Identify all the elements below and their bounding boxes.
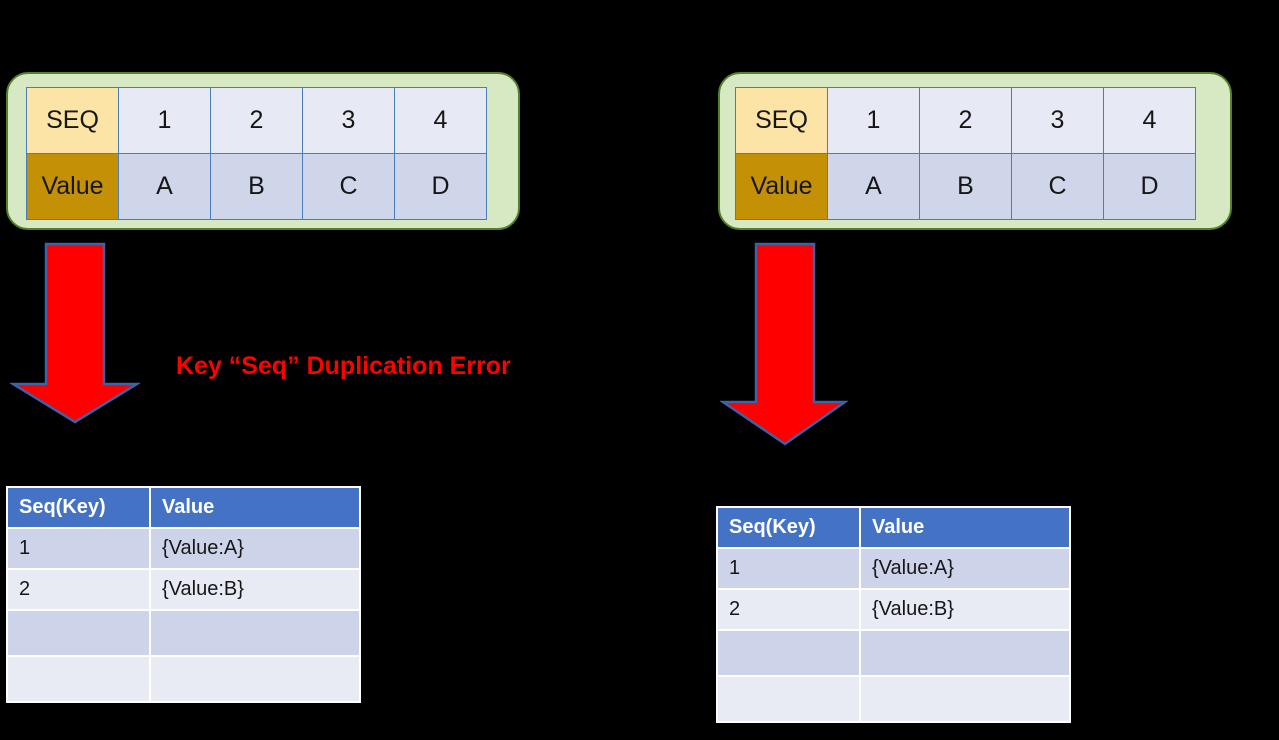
table-row: 2 {Value:B} [8,570,359,609]
left-result-key-3 [8,611,149,655]
table-row [8,657,359,701]
table-row [718,677,1069,721]
left-result-table: Seq(Key) Value 1 {Value:A} 2 {Value:B} [6,486,361,703]
left-seq-cell-3: 3 [302,87,395,154]
right-seq-cell-4: 4 [1103,87,1196,154]
left-result-key-2: 2 [8,570,149,609]
right-value-cell-2: B [919,153,1012,220]
left-seq-cell-4: 4 [394,87,487,154]
right-result-key-4 [718,677,859,721]
right-result-key-2: 2 [718,590,859,629]
right-result-value-3 [861,631,1069,675]
right-seq-row-label: SEQ [735,87,828,154]
right-value-row: Value A B C D [735,153,1196,220]
right-seq-cell-3: 3 [1011,87,1104,154]
right-seq-cell-1: 1 [827,87,920,154]
right-result-header-value: Value [861,508,1069,547]
left-seq-cell-1: 1 [118,87,211,154]
table-row: 1 {Value:A} [718,549,1069,588]
table-row [8,611,359,655]
left-result-header-key: Seq(Key) [8,488,149,527]
right-seq-table: SEQ 1 2 3 4 Value A B C D [735,87,1196,220]
left-value-cell-3: C [302,153,395,220]
right-value-cell-1: A [827,153,920,220]
left-seq-cell-2: 2 [210,87,303,154]
table-row: 1 {Value:A} [8,529,359,568]
right-value-cell-3: C [1011,153,1104,220]
right-result-key-1: 1 [718,549,859,588]
left-result-header-value: Value [151,488,359,527]
left-seq-table: SEQ 1 2 3 4 Value A B C D [26,87,487,220]
left-value-cell-1: A [118,153,211,220]
right-result-value-1: {Value:A} [861,549,1069,588]
right-result-value-4 [861,677,1069,721]
table-row [718,631,1069,675]
left-result-header-row: Seq(Key) Value [8,488,359,527]
left-result-value-2: {Value:B} [151,570,359,609]
right-seq-row: SEQ 1 2 3 4 [735,87,1196,154]
left-result-value-4 [151,657,359,701]
left-value-cell-4: D [394,153,487,220]
left-result-key-4 [8,657,149,701]
right-result-value-2: {Value:B} [861,590,1069,629]
right-result-table: Seq(Key) Value 1 {Value:A} 2 {Value:B} [716,506,1071,723]
left-seq-row-label: SEQ [26,87,119,154]
left-result-value-1: {Value:A} [151,529,359,568]
left-result-value-3 [151,611,359,655]
left-seq-row: SEQ 1 2 3 4 [26,87,487,154]
left-value-cell-2: B [210,153,303,220]
table-row: 2 {Value:B} [718,590,1069,629]
left-result-key-1: 1 [8,529,149,568]
right-result-header-row: Seq(Key) Value [718,508,1069,547]
left-value-row-label: Value [26,153,119,220]
right-value-row-label: Value [735,153,828,220]
right-result-key-3 [718,631,859,675]
left-down-arrow-icon [10,242,140,424]
duplication-error-label: Key “Seq” Duplication Error [176,352,511,380]
right-value-cell-4: D [1103,153,1196,220]
right-seq-cell-2: 2 [919,87,1012,154]
right-down-arrow-icon [720,242,848,446]
right-result-header-key: Seq(Key) [718,508,859,547]
left-value-row: Value A B C D [26,153,487,220]
